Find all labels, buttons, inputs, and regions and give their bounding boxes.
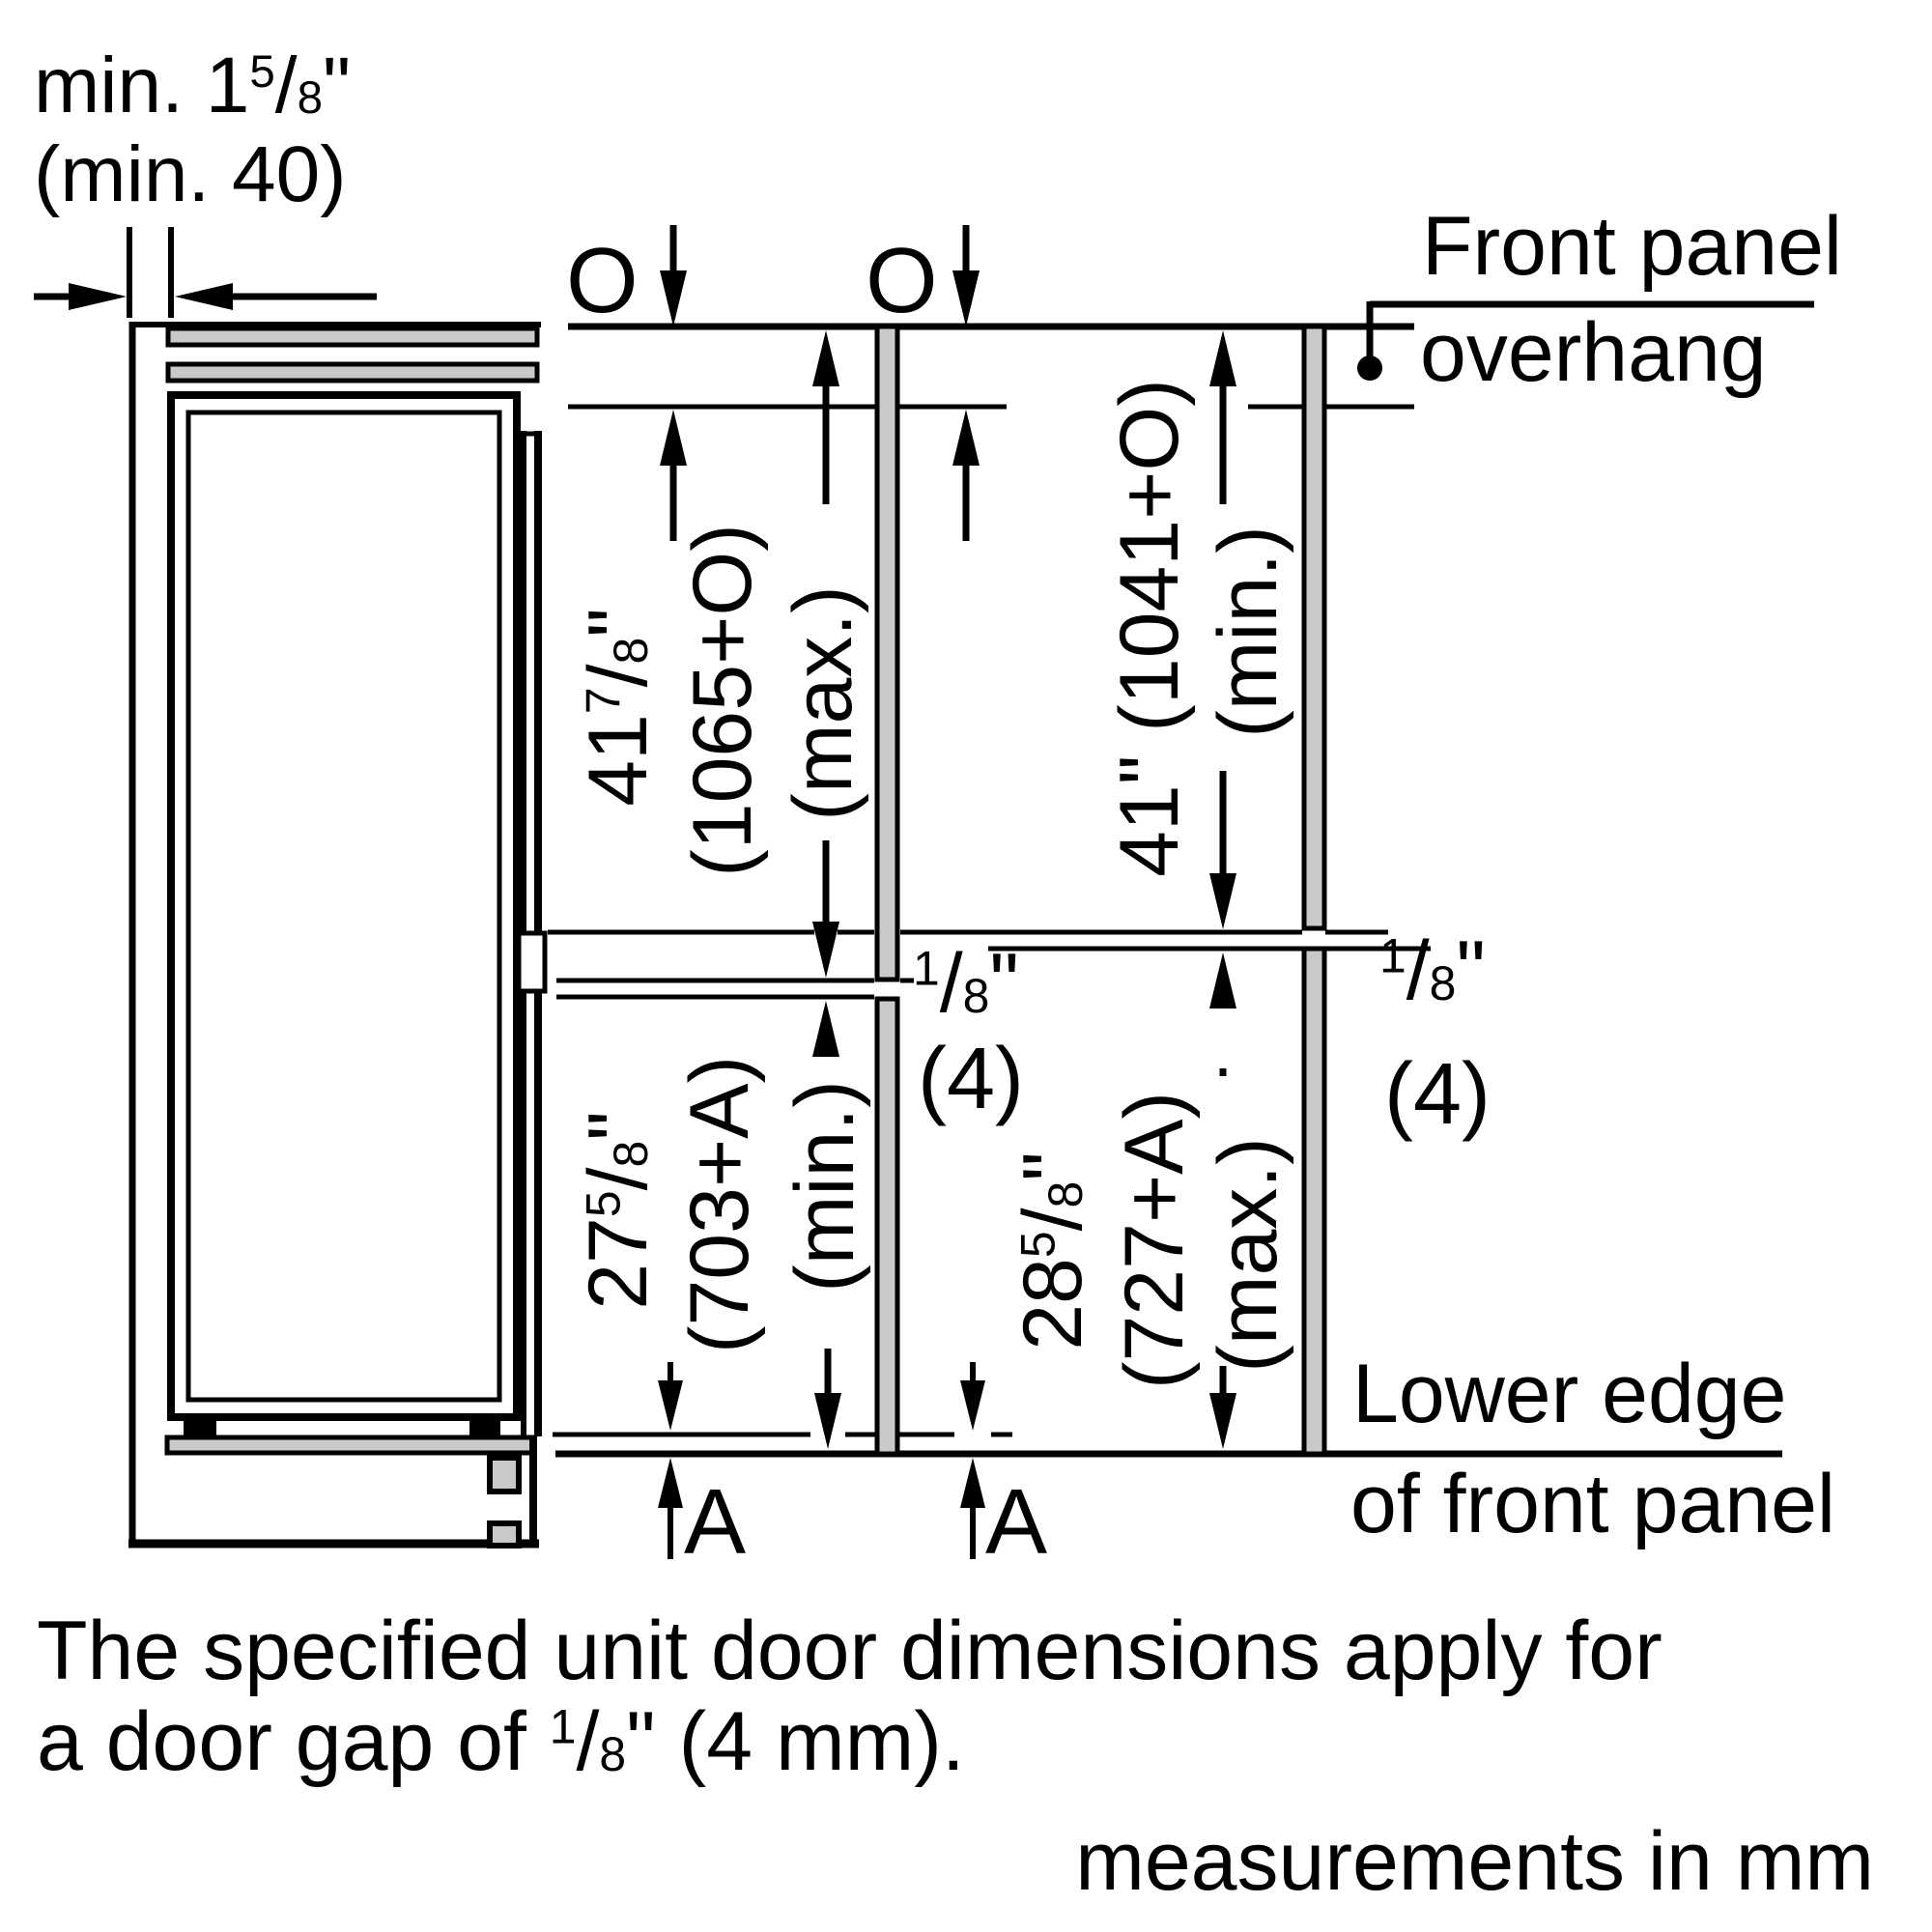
footer-line2: a door gap of 1/8" (4 mm). xyxy=(37,1695,965,1788)
panel-right-lower xyxy=(1301,946,1327,1457)
front-panel-callout-line2: overhang xyxy=(1420,306,1767,399)
adjust-label-right: A xyxy=(985,1470,1048,1574)
front-panel-bars xyxy=(874,324,1327,1457)
dim-upper-left-qualifier: (max.) xyxy=(777,585,869,821)
lower-edge-callout-line2: of front panel xyxy=(1350,1458,1836,1550)
overhang-label-left: O xyxy=(566,229,639,332)
dim-lower-right-arrows xyxy=(1209,952,1236,1449)
dim-lower-left-arrows xyxy=(812,1001,841,1449)
clearance-note-line2: (min. 40) xyxy=(34,130,347,218)
dim-lower-left-inches: 275/8" xyxy=(572,1111,665,1310)
panel-left-lower xyxy=(874,996,900,1457)
panel-left-upper xyxy=(874,324,900,982)
dim-upper-left-inches: 417/8" xyxy=(572,608,665,807)
door-hinge-block xyxy=(516,930,548,994)
dim-upper-right-value: 41" (1041+O) xyxy=(1103,379,1196,877)
dim-upper-right-arrows xyxy=(1209,330,1236,929)
appliance-body xyxy=(164,391,548,1548)
overhang-label-right: O xyxy=(866,229,938,332)
dim-lower-left-qualifier: (min.) xyxy=(779,1080,871,1293)
dim-lower-right-mm: (727+A) xyxy=(1108,1091,1201,1390)
dim-lower-left-mm: (703+A) xyxy=(673,1055,766,1354)
dim-upper-left-mm: (1065+O) xyxy=(676,524,769,877)
units-note: measurements in mm xyxy=(1075,1815,1874,1908)
clearance-dimension xyxy=(34,227,377,318)
gap-right-mm: (4) xyxy=(1384,1046,1491,1143)
clearance-note-line1: min. 15/8" xyxy=(34,42,352,129)
front-panel-callout-line1: Front panel xyxy=(1422,200,1843,293)
dim-upper-left-arrows xyxy=(812,330,839,978)
adjust-label-left: A xyxy=(684,1470,747,1574)
dim-lower-right-qualifier: (max.) xyxy=(1202,1137,1294,1373)
lower-edge-callout-line1: Lower edge xyxy=(1352,1348,1787,1440)
dim-lower-right-inches: 285/8" xyxy=(1007,1151,1099,1350)
footer-line1: The specified unit door dimensions apply… xyxy=(37,1605,1662,1697)
cabinet-niche xyxy=(128,322,541,1548)
adjust-arrows xyxy=(658,1362,985,1559)
gap-left-inches: 1/8" xyxy=(913,937,1019,1030)
gap-right-inches: 1/8" xyxy=(1379,924,1486,1017)
overhang-arrows xyxy=(660,225,980,541)
panel-right-upper xyxy=(1301,324,1327,931)
overhang-leader xyxy=(1357,300,1814,381)
dim-upper-right-qualifier: (min.) xyxy=(1202,526,1294,738)
gap-left-mm: (4) xyxy=(918,1031,1024,1127)
